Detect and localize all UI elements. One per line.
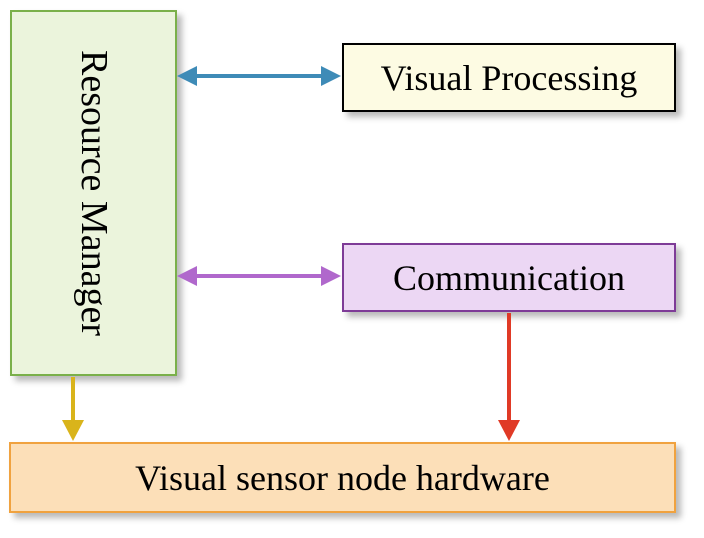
hardware-label: Visual sensor node hardware: [135, 457, 550, 498]
visual-processing-label: Visual Processing: [380, 57, 638, 98]
communication-box: Communication: [342, 243, 676, 312]
visual-processing-box: Visual Processing: [342, 43, 676, 112]
hardware-box: Visual sensor node hardware: [9, 442, 676, 513]
arrow-communication-hardware: [498, 313, 520, 441]
resource-manager-box: Resource Manager: [10, 10, 177, 376]
resource-manager-label: Resource Manager: [72, 50, 115, 336]
arrow-rm-hardware: [62, 377, 84, 441]
communication-label: Communication: [393, 257, 625, 298]
arrow-rm-communication: [177, 266, 341, 286]
arrow-rm-visual-processing: [177, 66, 341, 86]
